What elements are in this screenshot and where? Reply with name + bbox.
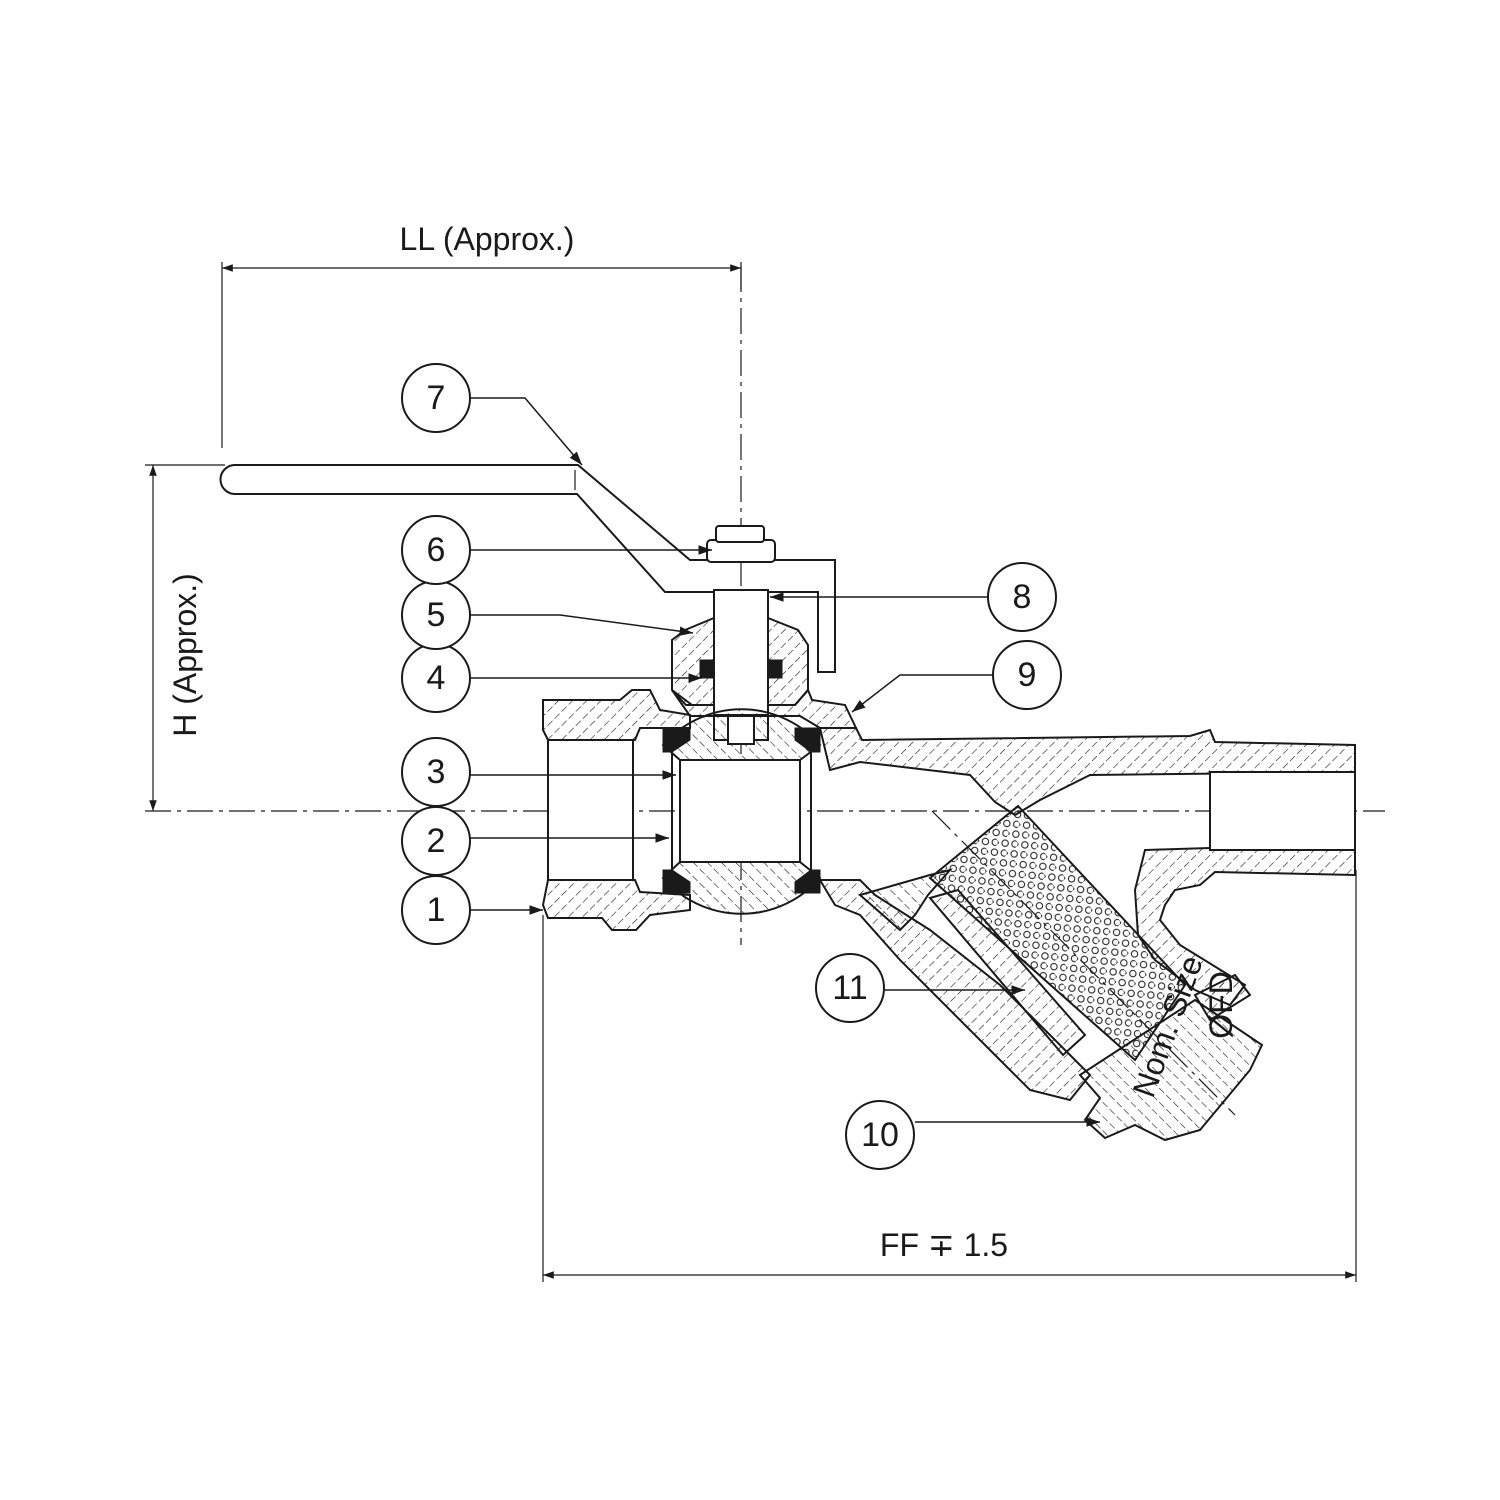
lever-handle [219,464,836,673]
balloon-9: 9 [992,640,1062,710]
balloon-10: 10 [845,1100,915,1170]
balloon-10-label: 10 [861,1116,899,1154]
balloon-8-label: 8 [1013,578,1032,616]
ll-label: LL (Approx.) [400,221,575,257]
dimension-height: H (Approx.) [145,464,225,811]
balloon-2: 2 [401,806,471,876]
balloon-3-label: 3 [427,753,446,791]
ff-label: FF ∓ 1.5 [880,1227,1008,1263]
balloon-5: 5 [401,580,471,650]
balloon-5-label: 5 [427,596,446,634]
balloon-8: 8 [987,562,1057,632]
stem-nut [706,525,776,741]
balloon-9-label: 9 [1018,656,1037,694]
balloon-11-label: 11 [832,969,867,1007]
balloon-4: 4 [401,643,471,713]
h-label: H (Approx.) [167,573,203,737]
ball-and-seats [661,708,822,915]
balloon-11: 11 [815,953,885,1023]
balloon-4-label: 4 [427,659,446,697]
leader-lines [470,397,1100,1127]
balloon-7: 7 [401,363,471,433]
balloon-1: 1 [401,875,471,945]
balloon-3: 3 [401,737,471,807]
balloon-6-label: 6 [427,531,446,569]
outer-diameter-label: ØFD [1203,971,1239,1039]
strainer-screen [928,804,1187,1062]
balloon-1-label: 1 [427,891,446,929]
balloon-2-label: 2 [427,822,446,860]
balloon-6: 6 [401,515,471,585]
balloon-7-label: 7 [427,379,446,417]
strainer-cap [1078,973,1264,1142]
dimension-lever-length: LL (Approx.) [221,221,742,448]
dimension-face-to-face: FF ∓ 1.5 [542,870,1357,1282]
